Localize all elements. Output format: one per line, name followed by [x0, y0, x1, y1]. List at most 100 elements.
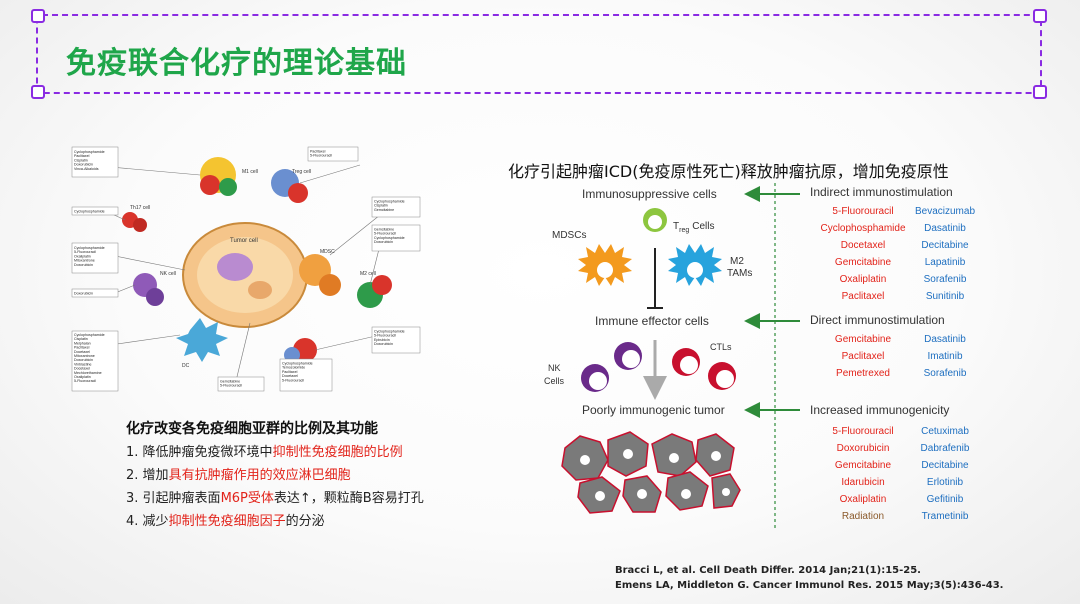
m1-cell-image: M1 cell — [200, 157, 258, 196]
nk-cell-image: NK cell — [133, 271, 176, 306]
drug-1-left-0: Gemcitabine — [835, 334, 892, 345]
th17-label: Th17 cell — [130, 205, 150, 211]
drug-2-right-5: Trametinib — [922, 511, 969, 522]
drug-1-left-1: Paclitaxel — [842, 351, 885, 362]
point-2-pre: 增加 — [142, 468, 169, 483]
drug-0-right-0: Bevacizumab — [915, 206, 975, 217]
treg-label: Treg cell — [292, 169, 311, 175]
mdsc-label: MDSCs — [552, 230, 586, 241]
frame-corner-bl — [31, 85, 45, 99]
group-header-immunogenicity: Increased immunogenicity — [810, 403, 949, 417]
nk-label: NK cell — [160, 271, 176, 277]
drug-0-left-4: Oxaliplatin — [840, 274, 887, 285]
point-2-hl: 具有抗肿瘤作用的效应淋巴细胞 — [168, 468, 351, 483]
point-4-hl: 抑制性免疫细胞因子 — [168, 514, 286, 529]
treg-sub-label: reg — [679, 227, 689, 234]
effector-label: Immune effector cells — [595, 314, 709, 328]
tumor-cell-image: Tumor cell — [182, 222, 308, 328]
ctls-label: CTLs — [710, 342, 732, 352]
drug-box-4: Doxorubicin — [74, 292, 93, 296]
treg-t-label: T — [673, 221, 679, 232]
treg-cell-image: Treg cell — [271, 169, 311, 203]
page-title: 免疫联合化疗的理论基础 — [66, 46, 407, 81]
drug-2-right-3: Erlotinib — [927, 477, 964, 488]
m2-cell-image: M2 cell — [357, 271, 392, 308]
group-header-indirect: Indirect immunostimulation — [810, 185, 953, 199]
drug-1-left-2: Pemetrexed — [836, 368, 890, 379]
drug-0-right-4: Sorafenib — [924, 274, 967, 285]
nk-label: NK — [548, 363, 561, 373]
drug-2-left-3: Idarubicin — [841, 477, 884, 488]
drug-2-right-4: Gefitinib — [927, 494, 964, 505]
left-subtitle: 化疗改变各免疫细胞亚群的比例及其功能 — [126, 421, 378, 437]
th17-cell-image: Th17 cell — [122, 205, 150, 232]
m2-tam-icon — [668, 244, 722, 286]
mdsc-cell-image: MDSC — [299, 249, 341, 296]
tumor-label: Poorly immunogenic tumor — [582, 403, 725, 417]
frame-corner-tl — [31, 9, 45, 23]
drug-2-left-0: 5-Fluorouracil — [832, 426, 893, 437]
treg-cell-icon — [643, 208, 667, 232]
point-2-num: 2. — [126, 468, 143, 483]
point-4-post: 的分泌 — [285, 514, 325, 529]
drug-2-left-5: Radiation — [842, 511, 884, 522]
drug-box-2: Cyclophosphamide — [74, 210, 105, 214]
drug-0-right-3: Lapatinib — [925, 257, 966, 268]
point-1-pre: 降低肿瘤免疫微环境中 — [142, 445, 273, 460]
mdsc-cell-icon — [578, 244, 632, 286]
inhibition-arrow — [647, 248, 663, 309]
drug-1-right-1: Imatinib — [927, 351, 962, 362]
dc-cell-image: DC — [176, 318, 228, 369]
group-header-direct: Direct immunostimulation — [810, 313, 945, 327]
drug-2-left-2: Gemcitabine — [835, 460, 892, 471]
point-item-1: 1. 降低肿瘤免疫微环境中抑制性免疫细胞的比例 — [126, 441, 424, 464]
treg-cells-label: Cells — [692, 221, 714, 232]
point-3-num: 3. — [126, 491, 143, 506]
m2-label: M2 cell — [360, 271, 376, 277]
drug-0-right-5: Sunitinib — [926, 291, 965, 302]
right-heading: 化疗引起肿瘤ICD(免疫原性死亡)释放肿瘤抗原，增加免疫原性 — [508, 162, 949, 181]
tumor-cells-image — [561, 431, 741, 514]
drug-2-right-1: Dabrafenib — [921, 443, 970, 454]
drug-1-right-0: Dasatinib — [924, 334, 966, 345]
drug-2-left-4: Oxaliplatin — [840, 494, 887, 505]
drug-group-immunogenicity: Increased immunogenicity — [810, 403, 949, 417]
drug-0-right-1: Dasatinib — [924, 223, 966, 234]
drug-0-left-0: 5-Fluorouracil — [832, 206, 893, 217]
point-item-4: 4. 减少抑制性免疫细胞因子的分泌 — [126, 510, 424, 533]
point-item-2: 2. 增加具有抗肿瘤作用的效应淋巴细胞 — [126, 464, 424, 487]
point-3-hl: M6P受体 — [220, 491, 274, 506]
drug-0-left-5: Paclitaxel — [842, 291, 885, 302]
point-1-hl: 抑制性免疫细胞的比例 — [272, 445, 403, 460]
drug-2-left-1: Doxorubicin — [837, 443, 890, 454]
drug-0-left-3: Gemcitabine — [835, 257, 892, 268]
drug-0-right-2: Decitabine — [921, 240, 969, 251]
frame-corner-br — [1033, 85, 1047, 99]
point-4-num: 4. — [126, 514, 143, 529]
drug-1-right-2: Sorafenib — [924, 368, 967, 379]
nk-cell-icons — [581, 342, 642, 392]
drug-2-right-2: Decitabine — [921, 460, 969, 471]
tumor-nuclei — [580, 449, 730, 501]
reference-1: Bracci L, et al. Cell Death Differ. 2014… — [615, 565, 921, 576]
drug-group-direct: Direct immunostimulation — [810, 313, 945, 327]
ctl-cell-icons — [672, 348, 736, 390]
m2-label: M2 — [730, 256, 744, 267]
drug-0-left-1: Cyclophosphamide — [820, 223, 905, 234]
point-3-post: 表达↑，颗粒酶B容易打孔 — [273, 491, 424, 506]
drug-lists: 5-FluorouracilCyclophosphamideDocetaxelG… — [820, 206, 975, 522]
point-1-num: 1. — [126, 445, 143, 460]
drug-0-left-2: Docetaxel — [841, 240, 885, 251]
